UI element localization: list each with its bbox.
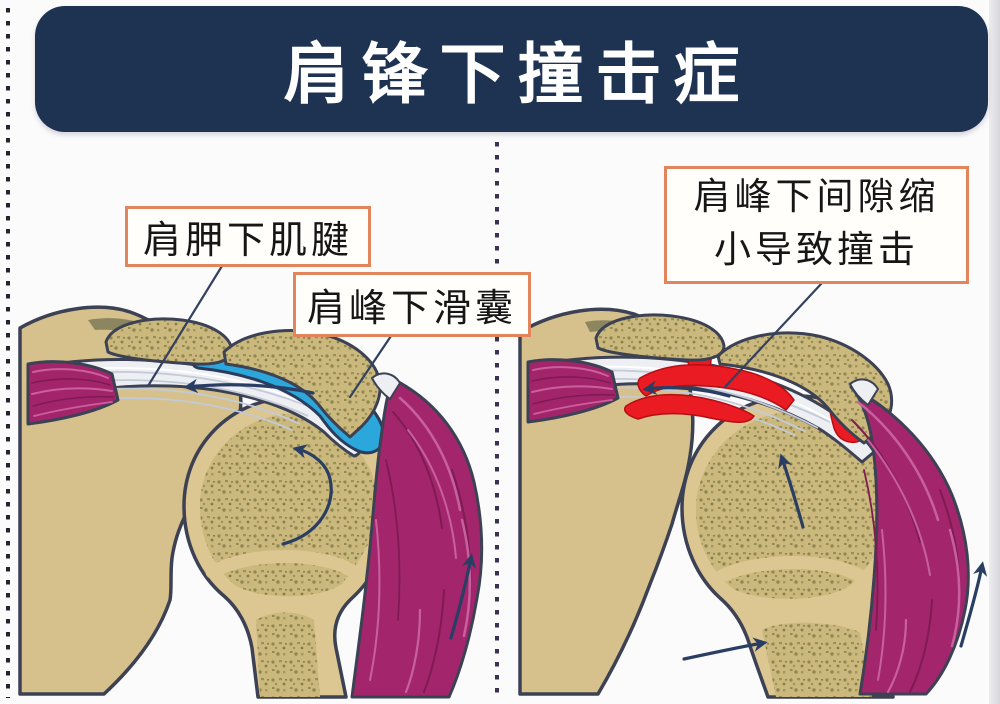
label-subacromial-bursa: 肩峰下滑囊 xyxy=(293,272,531,337)
impingement-glide-arrow-icon xyxy=(642,380,731,398)
subscapularis-muscle xyxy=(526,358,620,424)
left-dotted-border xyxy=(6,8,10,698)
subscapularis-muscle xyxy=(26,360,120,426)
impinged-shoulder-illustration xyxy=(518,307,988,699)
label-subscapularis-tendon-text: 肩胛下肌腱 xyxy=(142,220,353,262)
normal-shoulder-illustration xyxy=(18,305,484,699)
title-banner: 肩锋下撞击症 xyxy=(35,6,988,132)
label-impingement: 肩峰下间隙缩 小导致撞击 xyxy=(664,166,969,284)
humeral-rotation-arrow-icon xyxy=(281,444,333,546)
arm-elevation-arrow-icon xyxy=(959,561,988,648)
humeral-migration-arrow-icon xyxy=(778,453,805,529)
label-impingement-line2: 小导致撞击 xyxy=(714,230,919,271)
label-subscapularis-tendon: 肩胛下肌腱 xyxy=(125,206,371,267)
abduction-arrow-icon xyxy=(682,637,768,661)
deltoid-muscle xyxy=(350,372,484,699)
clavicle-bone xyxy=(104,317,234,366)
label-subacromial-bursa-text: 肩峰下滑囊 xyxy=(306,288,517,330)
deltoid-muscle xyxy=(848,378,970,696)
deltoid-tendon-wedge xyxy=(848,378,880,407)
right-edge-strip xyxy=(989,0,1000,704)
center-divider-dotted-line xyxy=(495,142,499,700)
humerus-bone xyxy=(182,396,406,699)
label-impingement-line1: 肩峰下间隙缩 xyxy=(693,177,940,219)
clavicle-bone xyxy=(594,313,726,362)
arm-elevation-arrow-icon xyxy=(449,553,477,640)
page-title: 肩锋下撞击症 xyxy=(283,37,752,111)
